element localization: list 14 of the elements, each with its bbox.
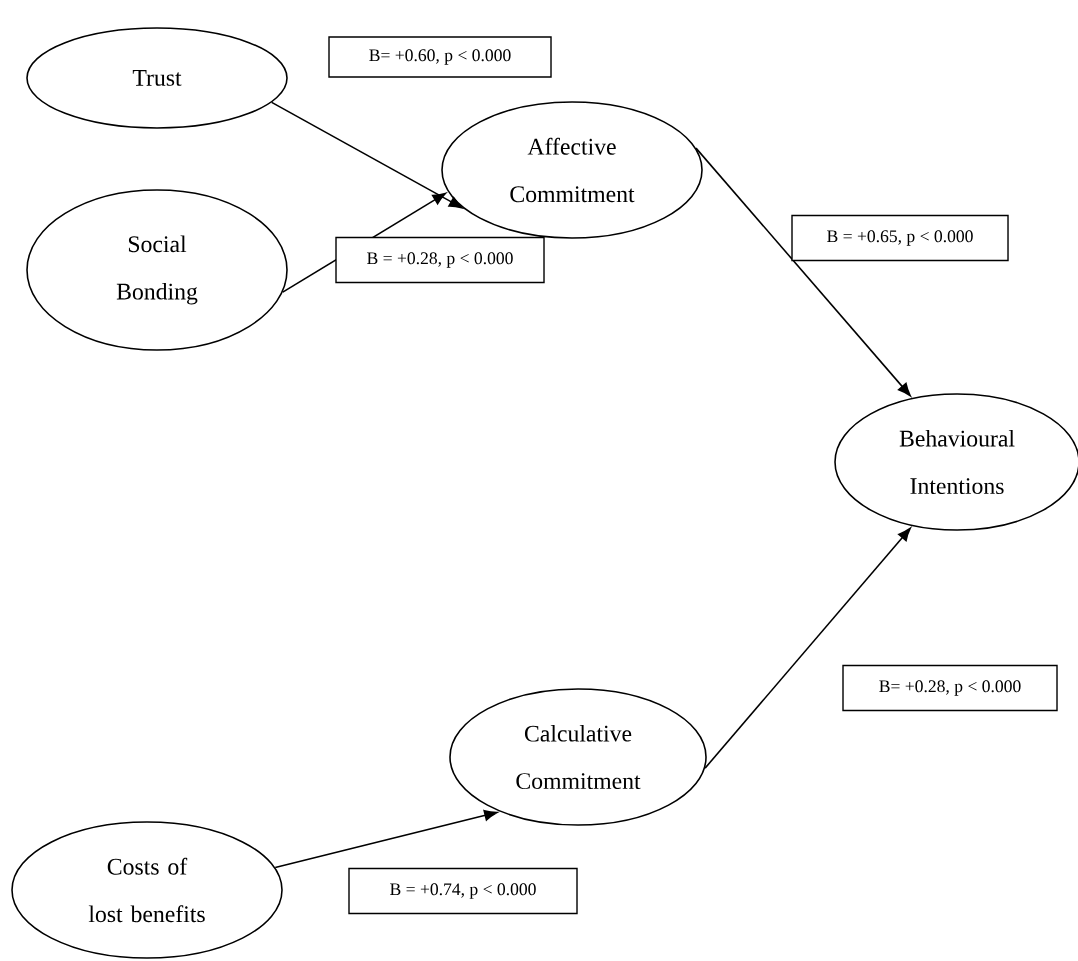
ellipse-node: Social Bonding [26, 189, 288, 351]
edge-label: B= +0.60, p < 0.000 [328, 36, 552, 78]
arrow [695, 147, 911, 397]
edge-label: B = +0.28, p < 0.000 [335, 236, 545, 284]
ellipse-node: Trust [26, 27, 288, 129]
arrow [274, 809, 498, 869]
edge-label: B = +0.65, p < 0.000 [791, 214, 1009, 262]
ellipse-node: Calculative Commitment [449, 688, 707, 826]
edge-label: B= +0.28, p < 0.000 [842, 664, 1058, 712]
arrow [270, 101, 463, 209]
edge-label: B = +0.74, p < 0.000 [348, 867, 578, 915]
ellipse-node: Costs of lost benefits [11, 821, 283, 959]
ellipse-node: Affective Commitment [441, 101, 703, 239]
arrow [704, 527, 911, 769]
